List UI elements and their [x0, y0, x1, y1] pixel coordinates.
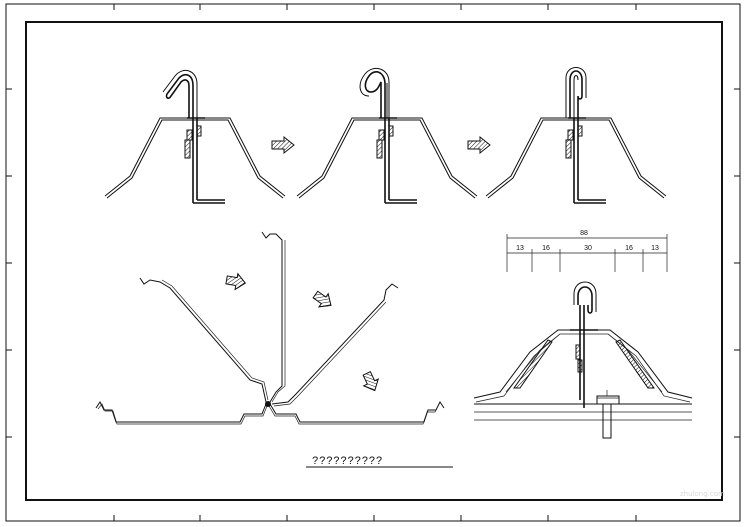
bolt-head: [596, 395, 620, 405]
outer-frame: [5, 3, 741, 522]
arrow-step-1: [271, 135, 295, 155]
seam-step-1: [104, 69, 286, 204]
dim-total: 88: [580, 230, 588, 237]
seam-step-3: [485, 67, 667, 204]
bolt-shank: [602, 403, 612, 439]
drawing-caption: ??????????: [312, 456, 383, 468]
watermark: zhulong.com: [680, 490, 725, 498]
arrow-step-2: [467, 135, 491, 155]
dim-seg-1: 13: [516, 245, 524, 252]
zone-ticks: [6, 4, 740, 521]
panel-rotation-sequence: [95, 231, 445, 425]
seam-step-2: [296, 67, 478, 204]
seam-section-detail: [473, 281, 693, 439]
dim-seg-4: 16: [625, 245, 633, 252]
inner-border: [25, 21, 723, 501]
dimension-chain: 88 13 16 30 16 13: [506, 230, 668, 272]
dim-seg-3: 30: [584, 245, 592, 252]
dim-seg-2: 16: [542, 245, 550, 252]
dim-seg-5: 13: [651, 245, 659, 252]
